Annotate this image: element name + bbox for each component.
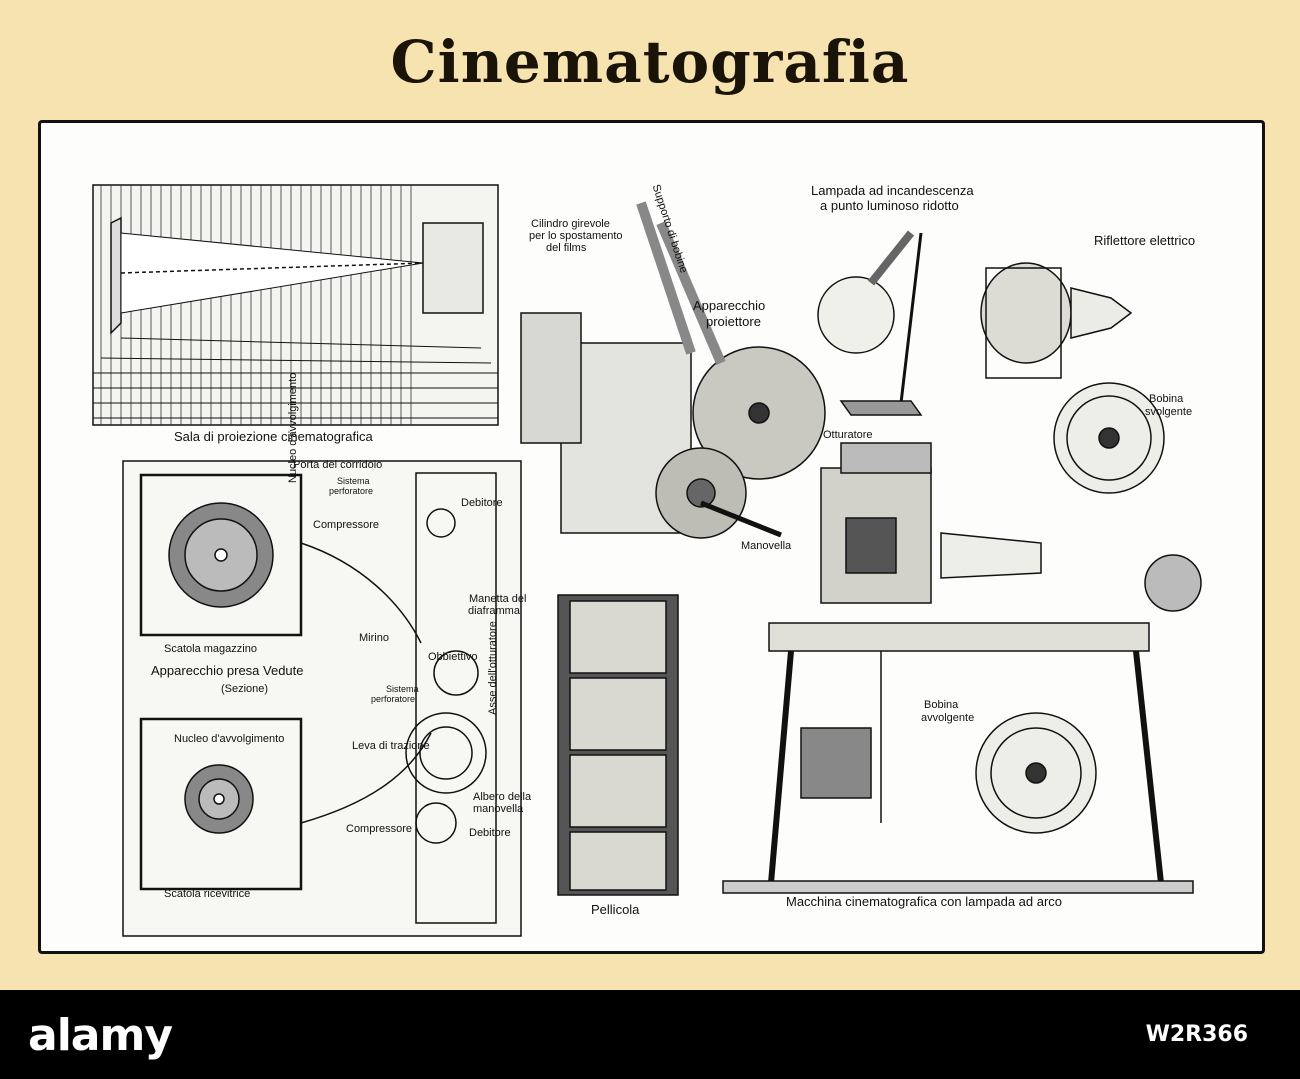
label-manovella: Manovella [741, 540, 792, 552]
label-bobina-sv-1: Bobina [1149, 393, 1184, 405]
brand-logo: alamy [28, 1010, 173, 1061]
engraving-drawings [92, 184, 1202, 937]
label-sist-perf-2b: perforatore [371, 694, 416, 704]
label-lampada-1: Lampada ad incandescenza [811, 183, 974, 198]
electric-reflector-drawing [980, 262, 1133, 379]
watermark-footer: alamy W2R366 [0, 990, 1300, 1079]
label-obbiettivo: Obbiettivo [428, 651, 478, 663]
label-sezione: (Sezione) [221, 683, 269, 695]
arc-lamp-machine-drawing [722, 382, 1202, 894]
label-sist-perf-1b: perforatore [329, 486, 374, 496]
label-cilindro-1: Cilindro girevole [531, 218, 610, 230]
label-sist-perf-2a: Sistema [386, 684, 419, 694]
label-presa-vedute: Apparecchio presa Vedute [151, 663, 304, 678]
label-leva: Leva di trazione [352, 740, 430, 752]
illustration-plate: Sala di proiezione cinematografica Cilin… [38, 120, 1265, 954]
label-manetta-2: diaframma [468, 605, 520, 617]
label-manetta-1: Manetta del [469, 593, 527, 605]
label-sist-perf-1a: Sistema [337, 476, 370, 486]
label-compressore-1: Compressore [313, 519, 380, 531]
label-scatola-ric: Scatola ricevitrice [164, 888, 251, 900]
label-debitore-2: Debitore [469, 827, 511, 839]
label-scatola-mag: Scatola magazzino [164, 643, 257, 655]
label-bobina-av-1: Bobina [924, 699, 959, 711]
page-title: Cinematografia [390, 28, 910, 96]
label-apparecchio-2: proiettore [706, 314, 761, 329]
label-nucleo-1: Nucleo d'avvolgimento [287, 372, 299, 483]
film-strip-drawing [557, 594, 679, 896]
label-asse: Asse dell'otturatore [487, 621, 499, 715]
label-albero-1: Albero della [473, 791, 532, 803]
label-pellicola: Pellicola [591, 902, 640, 917]
label-riflettore: Riflettore elettrico [1094, 233, 1196, 248]
label-apparecchio-1: Apparecchio [693, 298, 766, 313]
label-cilindro-2: per lo spostamento [529, 230, 623, 242]
label-lampada-2: a punto luminoso ridotto [820, 198, 959, 213]
label-bobina-av-2: avvolgente [921, 712, 975, 724]
stock-id: W2R366 [1145, 1022, 1248, 1047]
incandescent-lamp-drawing [817, 230, 923, 416]
label-sala: Sala di proiezione cinematografica [174, 429, 373, 444]
label-compressore-2: Compressore [346, 823, 413, 835]
label-otturatore: Otturatore [823, 429, 873, 441]
projection-hall-drawing [92, 184, 499, 426]
label-albero-2: manovella [473, 803, 524, 815]
projector-apparatus-drawing [520, 201, 826, 539]
label-bobina-sv-2: svolgente [1145, 406, 1193, 418]
camera-section-drawing [122, 460, 522, 937]
label-debitore-1: Debitore [461, 497, 503, 509]
label-cilindro-3: del films [546, 242, 587, 254]
label-mirino: Mirino [359, 632, 389, 644]
label-porta: Porta del corridoio [293, 459, 383, 471]
label-macchina: Macchina cinematografica con lampada ad … [786, 894, 1063, 909]
label-nucleo-2: Nucleo d'avvolgimento [174, 733, 285, 745]
